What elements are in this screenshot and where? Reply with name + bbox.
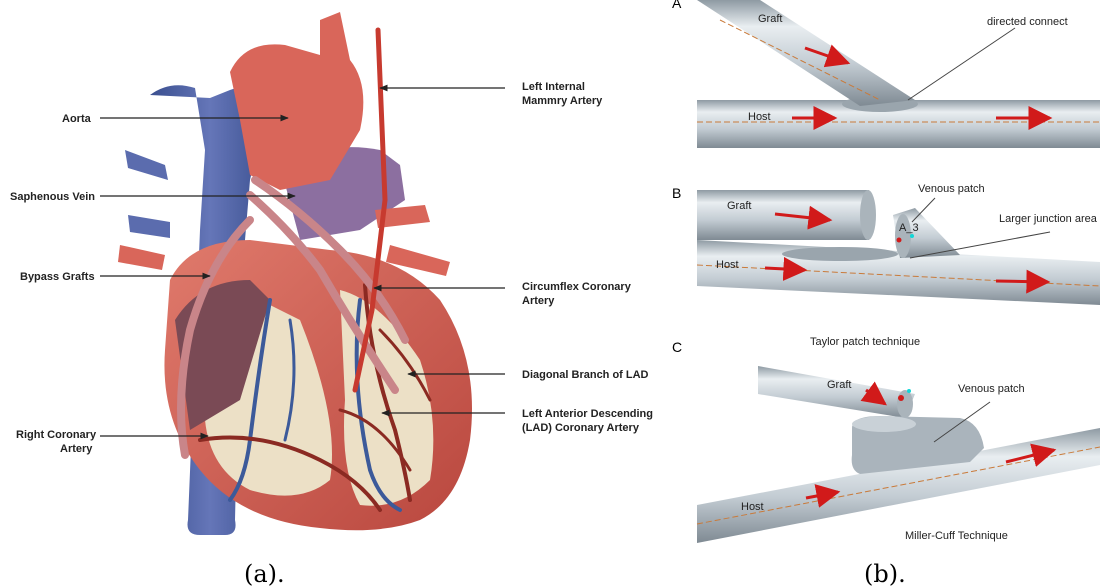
subpanel-c-graft: Graft	[827, 379, 851, 391]
subpanel-b: B Graft Host Venous patch Larger junctio…	[672, 183, 1100, 348]
subpanel-a: A Graft Host directed connect	[672, 0, 1100, 148]
subpanel-b-host: Host	[716, 259, 739, 271]
label-saphenous-vein: Saphenous Vein	[10, 191, 95, 203]
label-bypass-grafts: Bypass Grafts	[20, 271, 95, 283]
subpanel-b-title: Taylor patch technique	[810, 336, 920, 348]
label-lima-1: Left Internal	[522, 81, 585, 93]
subpanel-c-host: Host	[741, 501, 764, 513]
subpanel-c-venous-patch: Venous patch	[958, 383, 1025, 395]
subpanel-b-graft: Graft	[727, 200, 751, 212]
caption-a: (a).	[244, 560, 285, 588]
label-right-coronary-1: Right Coronary	[16, 429, 97, 441]
label-circumflex-2: Artery	[522, 295, 555, 307]
label-lima-2: Mammry Artery	[522, 95, 603, 107]
subpanel-b-letter: B	[672, 185, 681, 201]
label-aorta: Aorta	[62, 113, 92, 125]
label-right-coronary-2: Artery	[60, 443, 93, 455]
subpanel-b-junction: Larger junction area	[999, 213, 1098, 225]
subpanel-a-host: Host	[748, 111, 771, 123]
subpanel-b-marker: A_3	[899, 222, 919, 234]
label-lad-1: Left Anterior Descending	[522, 408, 653, 420]
subpanel-a-graft: Graft	[758, 13, 782, 25]
subpanel-a-annotation: directed connect	[987, 16, 1068, 28]
subpanel-c: C Graft Host Venous patch Miller-Cuff Te…	[672, 339, 1100, 543]
heart-illustration	[118, 12, 472, 535]
subpanel-c-title: Miller-Cuff Technique	[905, 530, 1008, 542]
caption-b: (b).	[864, 560, 906, 588]
label-circumflex-1: Circumflex Coronary	[522, 281, 632, 293]
subpanel-c-letter: C	[672, 339, 682, 355]
subpanel-a-letter: A	[672, 0, 682, 11]
label-diagonal: Diagonal Branch of LAD	[522, 369, 649, 381]
subpanel-b-venous-patch: Venous patch	[918, 183, 985, 195]
label-lad-2: (LAD) Coronary Artery	[522, 422, 640, 434]
